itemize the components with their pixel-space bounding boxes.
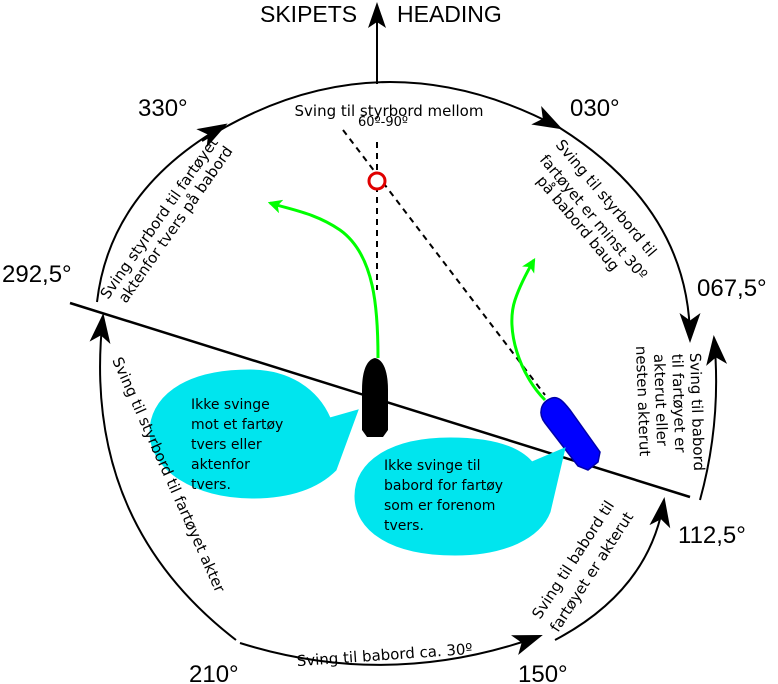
- other-ship-track: [510, 257, 547, 402]
- other-bearing-dashed-line: [342, 129, 546, 396]
- bubble-left-line3: tvers eller: [191, 437, 262, 453]
- sector-upper-left-line1: Sving styrbord til fartøyet: [97, 134, 222, 302]
- bearing-067: 067,5°: [697, 275, 767, 302]
- bubble-right-line1: Ikke svinge til: [384, 458, 480, 474]
- sector-right-line3: akterut eller: [650, 354, 671, 448]
- bearing-030: 030°: [570, 95, 620, 122]
- bubble-left-line2: mot et fartøy: [191, 417, 283, 433]
- sector-right-line4: nesten akterut: [632, 346, 654, 457]
- arc-bottom: [239, 634, 543, 666]
- bearing-112: 112,5°: [678, 522, 746, 549]
- heading-label-left: SKIPETS: [260, 1, 357, 27]
- cpa-marker-icon: [367, 171, 387, 191]
- heading-label-right: HEADING: [397, 1, 502, 27]
- bubble-left-line1: Ikke svinge: [191, 397, 270, 413]
- arc-right: [699, 335, 728, 501]
- bubble-right-line3: som er forenom: [384, 498, 495, 514]
- speech-bubble-left: [149, 369, 359, 499]
- arc-upper-left: [96, 123, 228, 303]
- sector-right-line1: Sving til babord: [686, 353, 708, 472]
- bearing-292: 292,5°: [2, 261, 72, 288]
- bubble-right-line4: tvers.: [384, 518, 424, 534]
- bearing-330: 330°: [138, 95, 188, 122]
- own-ship-icon: [362, 358, 388, 437]
- bearing-150: 150°: [518, 661, 568, 684]
- arc-top: [201, 81, 563, 142]
- bearing-210: 210°: [189, 661, 239, 684]
- other-ship-icon: [540, 396, 601, 471]
- bubble-right-line2: babord for fartøy: [384, 478, 503, 494]
- arc-upper-right: [559, 127, 701, 343]
- bubble-left-line5: tvers.: [191, 477, 231, 493]
- bubble-left-line4: aktenfor: [191, 457, 250, 473]
- sector-top-line2: 60º-90º: [358, 115, 408, 130]
- sector-top-line1: Sving til styrbord mellom: [295, 102, 484, 120]
- arc-left: [89, 313, 237, 641]
- arc-lower-right: [554, 497, 671, 641]
- sector-right-line2: til fartøyet er: [668, 354, 689, 454]
- own-ship-track: [267, 199, 380, 359]
- heading-arrowhead-icon: [368, 2, 386, 28]
- sector-upper-left-line2: aktenfor tvers på babord: [115, 143, 237, 306]
- speech-bubble-right: [354, 437, 566, 556]
